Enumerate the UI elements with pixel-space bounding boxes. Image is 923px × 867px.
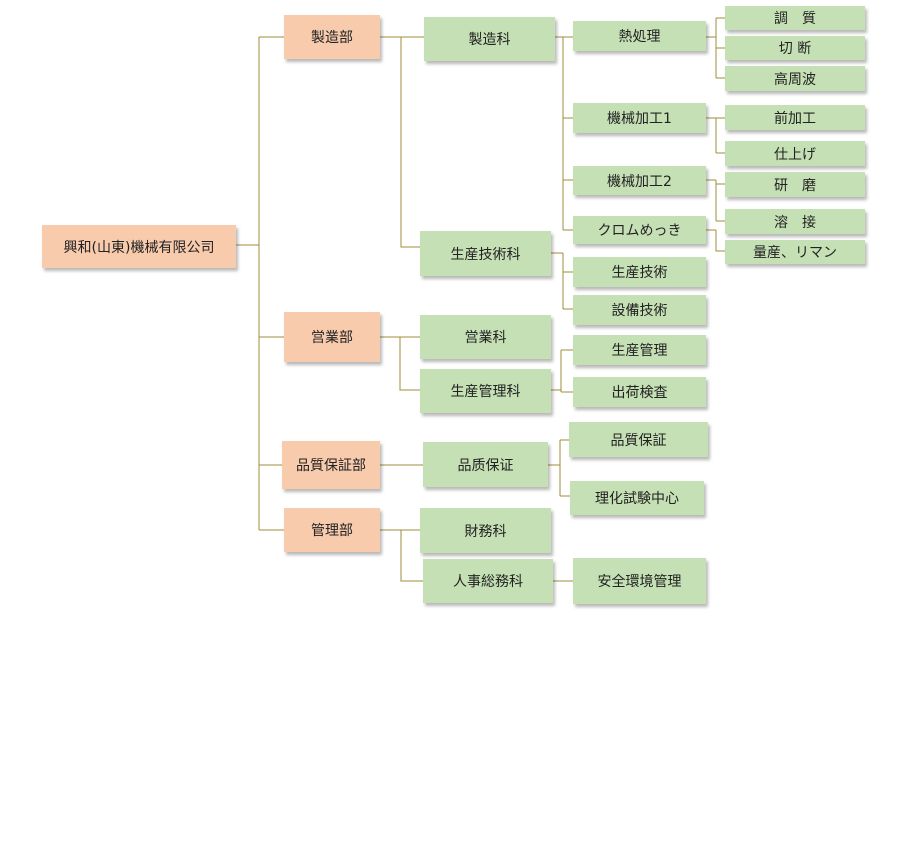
section-sales-box: 営業科 bbox=[420, 315, 551, 359]
subunit-cutting-box: 切 断 bbox=[725, 36, 865, 60]
unit-physical-chemical-testing-box: 理化試験中心 bbox=[570, 481, 704, 515]
unit-machining-1-box: 機械加工1 bbox=[573, 103, 706, 133]
unit-safety-environment-box: 安全環境管理 bbox=[573, 558, 706, 604]
dept-admin-box: 管理部 bbox=[284, 508, 380, 552]
subunit-tempering-box: 調 質 bbox=[725, 6, 865, 30]
section-quality-assurance-box: 品质保证 bbox=[423, 442, 548, 487]
section-manufacturing-box: 製造科 bbox=[424, 17, 555, 61]
unit-production-technology-box: 生産技術 bbox=[573, 257, 706, 287]
section-production-engineering-box: 生産技術科 bbox=[420, 231, 551, 276]
dept-manufacturing-box: 製造部 bbox=[284, 15, 380, 59]
subunit-pre-machining-box: 前加工 bbox=[725, 105, 865, 130]
unit-production-control-box: 生産管理 bbox=[573, 335, 706, 365]
subunit-mass-production-remanufacture-box: 量産、リマン bbox=[725, 240, 865, 264]
unit-heat-treatment-box: 熱処理 bbox=[573, 21, 706, 51]
unit-chrome-plating-box: クロムめっき bbox=[573, 216, 706, 244]
unit-equipment-technology-box: 設備技術 bbox=[573, 295, 706, 325]
section-finance-box: 財務科 bbox=[420, 508, 551, 553]
section-hr-general-box: 人事総務科 bbox=[423, 559, 553, 603]
dept-quality-box: 品質保証部 bbox=[282, 441, 380, 489]
section-production-control-box: 生産管理科 bbox=[420, 369, 551, 413]
unit-quality-assurance-box: 品質保証 bbox=[569, 422, 708, 457]
unit-machining-2-box: 機械加工2 bbox=[573, 166, 706, 195]
subunit-high-frequency-box: 高周波 bbox=[725, 66, 865, 91]
unit-shipping-inspection-box: 出荷検査 bbox=[573, 377, 706, 407]
subunit-welding-box: 溶 接 bbox=[725, 209, 865, 234]
dept-sales-box: 営業部 bbox=[284, 312, 380, 362]
subunit-grinding-box: 研 磨 bbox=[725, 172, 865, 197]
subunit-finishing-box: 仕上げ bbox=[725, 141, 865, 166]
company-box: 興和(山東)機械有限公司 bbox=[42, 225, 236, 268]
